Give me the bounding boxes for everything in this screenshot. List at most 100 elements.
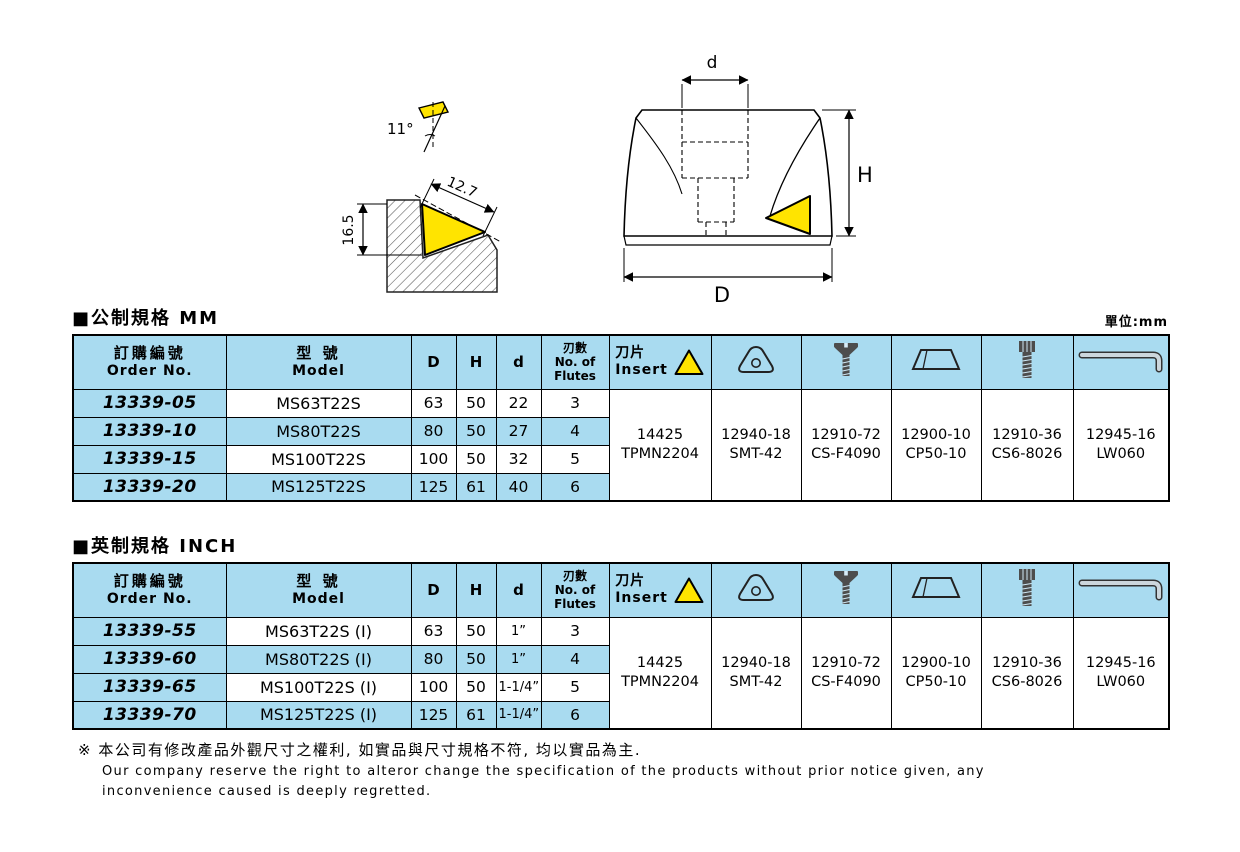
model-cell: MS100T22S (I) <box>225 672 412 702</box>
order-no-cell: 13339-60 <box>72 644 227 674</box>
rake-angle-detail: 11° <box>387 101 450 153</box>
table-row: 13339-15 MS100T22S 100 50 32 5 <box>72 444 1169 474</box>
h-header: H <box>455 562 497 618</box>
order-no-cell: 13339-20 <box>72 472 227 502</box>
insert-mounting-drawing: 11° 12.7 16.5 <box>341 101 502 293</box>
order-no-cell: 13339-10 <box>72 416 227 446</box>
model-cell: MS80T22S (I) <box>225 644 412 674</box>
insert-part-cell: 14425 TPMN2204 <box>608 616 712 730</box>
d-bore-header: d <box>495 562 542 618</box>
d-bore-cell: 27 <box>495 416 542 446</box>
inch-header-row: 訂購編號 Order No. 型 號 Model D H d 刃數 No. of… <box>72 562 1170 618</box>
clamp-wedge-icon <box>911 577 961 599</box>
clamp-column-header <box>890 334 982 390</box>
model-cell: MS125T22S <box>225 472 412 502</box>
inch-section-title: ■英制規格 INCH <box>72 536 238 557</box>
h-cell: 50 <box>455 388 497 418</box>
d-bore-cell: 1” <box>495 616 542 646</box>
model-cell: MS63T22S <box>225 388 412 418</box>
d-bore-cell: 1” <box>495 644 542 674</box>
d-outer-cell: 80 <box>410 644 457 674</box>
order-no-cell: 13339-70 <box>72 700 227 730</box>
h-cell: 61 <box>455 700 497 730</box>
d-bore-cell: 40 <box>495 472 542 502</box>
clamp-screw-part-cell: 12910-36 CS6-8026 <box>980 388 1074 502</box>
inch-spec-table: 訂購編號 Order No. 型 號 Model D H d 刃數 No. of… <box>72 562 1170 730</box>
bore-label: d <box>707 53 718 73</box>
model-cell: MS63T22S (I) <box>225 616 412 646</box>
model-cell: MS100T22S <box>225 444 412 474</box>
d-outer-cell: 125 <box>410 472 457 502</box>
d-bore-cell: 22 <box>495 388 542 418</box>
d-outer-cell: 100 <box>410 672 457 702</box>
shim-insert-icon <box>738 574 774 602</box>
insert-column-header: 刀片 Insert <box>608 562 712 618</box>
h-cell: 50 <box>455 672 497 702</box>
insert-triangle <box>421 203 486 256</box>
clamp-screw-column-header <box>980 562 1074 618</box>
table-row: 13339-05 MS63T22S 63 50 22 3 14425 TPMN2… <box>72 388 1170 502</box>
clamp-wedge-icon <box>911 349 961 371</box>
footnote-chinese: ※ 本公司有修改產品外觀尺寸之權利, 如實品與尺寸規格不符, 均以實品為主. <box>78 741 642 759</box>
wrench-part-cell: 12945-16 LW060 <box>1072 616 1170 730</box>
d-outer-cell: 100 <box>410 444 457 474</box>
clamp-part-cell: 12900-10 CP50-10 <box>890 616 982 730</box>
order-no-header: 訂購編號 Order No. <box>72 562 227 618</box>
wrench-column-header <box>1072 334 1170 390</box>
hidden-bore-lines <box>681 110 749 236</box>
h-cell: 50 <box>455 644 497 674</box>
h-cell: 50 <box>455 416 497 446</box>
model-header: 型 號 Model <box>225 562 412 618</box>
table-row: 13339-65 MS100T22S (I) 100 50 1-1/4” 5 <box>72 672 1169 702</box>
cutter-body-drawing: d H <box>623 53 873 307</box>
hex-wrench-icon <box>1078 579 1163 601</box>
flathead-screw-icon <box>834 343 858 377</box>
d-outer-cell: 125 <box>410 700 457 730</box>
shim-part-cell: 12940-18 SMT-42 <box>710 616 802 730</box>
d-outer-cell: 63 <box>410 616 457 646</box>
table-row: 13339-20 MS125T22S 125 61 40 6 <box>72 472 1169 502</box>
order-no-cell: 13339-05 <box>72 388 227 418</box>
d-outer-header: D <box>410 562 457 618</box>
unit-label: 單位:mm <box>1104 315 1168 330</box>
d-outer-cell: 63 <box>410 388 457 418</box>
insert-triangle-icon <box>674 349 704 375</box>
metric-section-title: ■公制規格 MM <box>72 308 220 329</box>
footnote-english-line1: Our company reserve the right to alteror… <box>102 763 985 779</box>
shim-part-cell: 12940-18 SMT-42 <box>710 388 802 502</box>
flutes-cell: 6 <box>540 700 610 730</box>
flutes-cell: 3 <box>540 616 610 646</box>
shim-column-header <box>710 334 802 390</box>
bore-dimension: d <box>681 53 749 108</box>
footnote-english-line2: inconvenience caused is deeply regretted… <box>102 783 432 799</box>
d-bore-cell: 32 <box>495 444 542 474</box>
h-cell: 50 <box>455 444 497 474</box>
footnote: ※ 本公司有修改產品外觀尺寸之權利, 如實品與尺寸規格不符, 均以實品為主. O… <box>78 740 1178 802</box>
table-row: 13339-55 MS63T22S (I) 63 50 1” 3 14425 T… <box>72 616 1170 730</box>
d-bore-header: d <box>495 334 542 390</box>
d-outer-cell: 80 <box>410 416 457 446</box>
shim-screw-column-header <box>800 334 892 390</box>
clamp-column-header <box>890 562 982 618</box>
clamp-part-cell: 12900-10 CP50-10 <box>890 388 982 502</box>
shim-screw-part-cell: 12910-72 CS-F4090 <box>800 388 892 502</box>
body-insert-triangle <box>765 195 811 235</box>
h-cell: 50 <box>455 616 497 646</box>
d-outer-header: D <box>410 334 457 390</box>
metric-spec-table: 訂購編號 Order No. 型 號 Model D H d 刃數 No. of… <box>72 334 1170 502</box>
body-height-label: H <box>857 163 873 187</box>
flutes-cell: 6 <box>540 472 610 502</box>
flathead-screw-icon <box>834 571 858 605</box>
wrench-part-cell: 12945-16 LW060 <box>1072 388 1170 502</box>
flutes-header: 刃數 No. of Flutes <box>540 562 610 618</box>
clamp-screw-part-cell: 12910-36 CS6-8026 <box>980 616 1074 730</box>
model-header: 型 號 Model <box>225 334 412 390</box>
model-cell: MS80T22S <box>225 416 412 446</box>
flutes-cell: 4 <box>540 644 610 674</box>
d-bore-cell: 1-1/4” <box>495 700 542 730</box>
table-row: 13339-70 MS125T22S (I) 125 61 1-1/4” 6 <box>72 700 1169 730</box>
h-cell: 61 <box>455 472 497 502</box>
height-dimension: 16.5 <box>341 203 422 256</box>
insert-triangle-icon <box>674 577 704 603</box>
